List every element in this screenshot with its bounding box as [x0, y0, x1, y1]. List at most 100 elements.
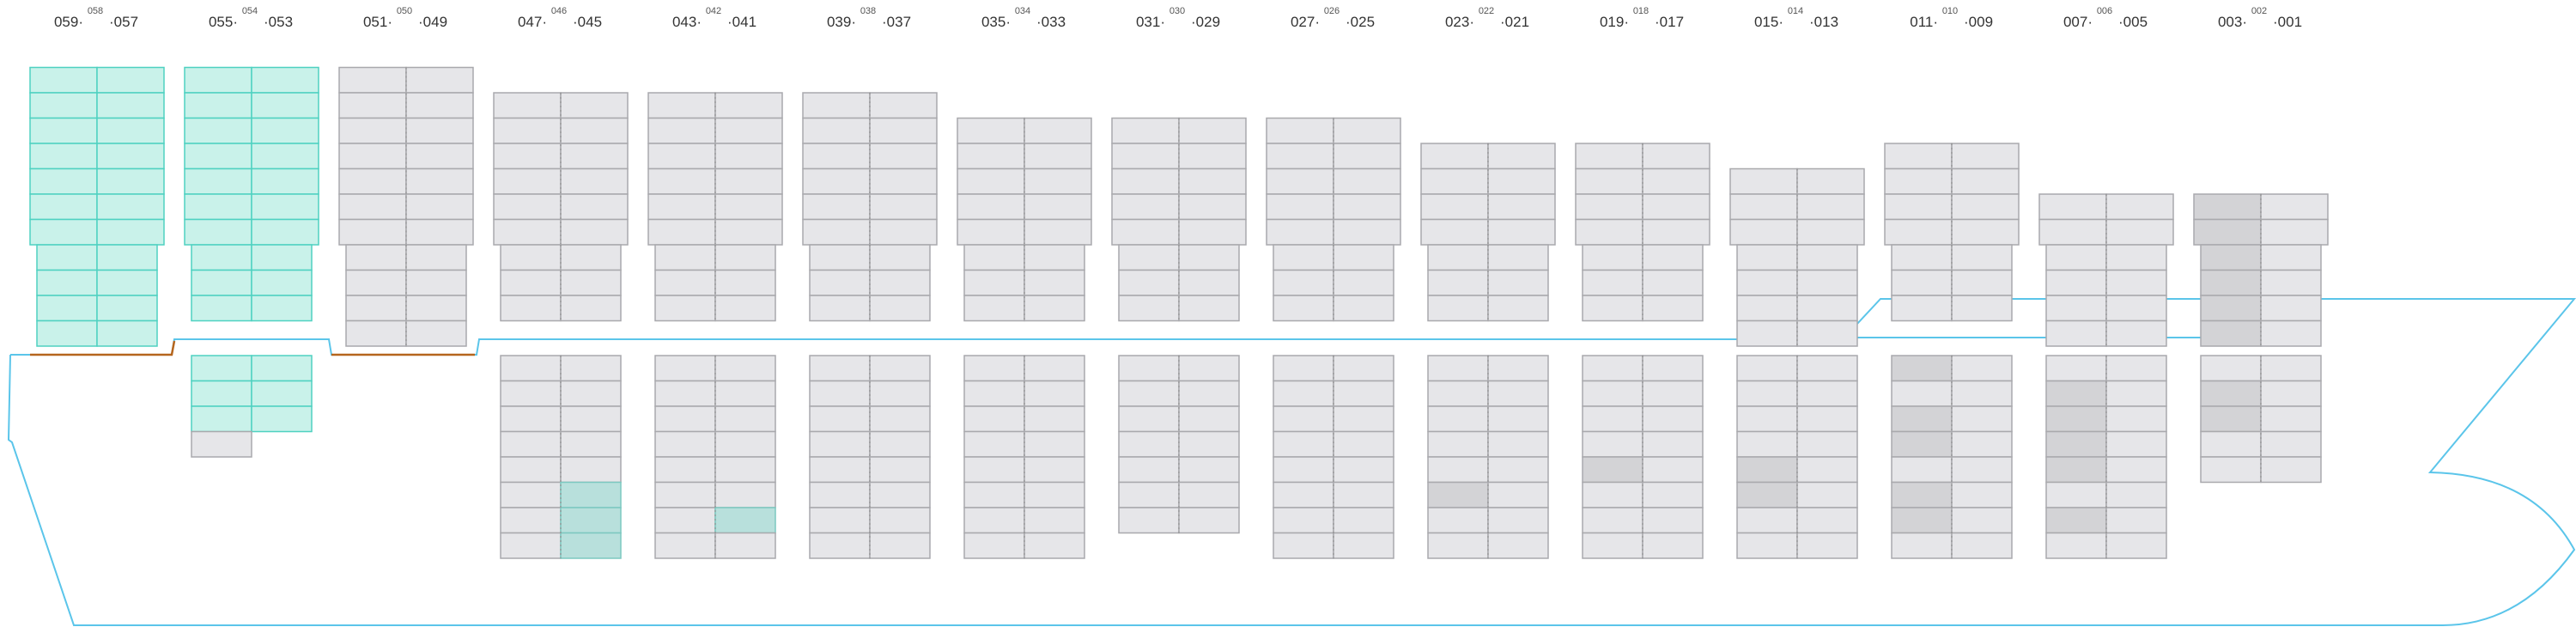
below-slot	[1891, 507, 1953, 534]
below-slot	[2200, 405, 2262, 433]
deck-slot	[802, 167, 871, 195]
below-slot	[1891, 430, 1953, 458]
below-slot	[1642, 532, 1704, 559]
hold-slot	[1796, 295, 1858, 322]
hold-slot	[869, 295, 931, 322]
deck-slot	[1884, 167, 1953, 195]
bay-label-left: 011·	[1910, 14, 1938, 30]
ship-hull-outline	[7, 298, 2576, 626]
bay-label-right: ·029	[1191, 14, 1220, 30]
below-slot	[1487, 481, 1549, 508]
below-slot	[1891, 456, 1953, 484]
below-slot	[2260, 380, 2322, 407]
deck-slot	[1487, 167, 1556, 195]
bay-label-left: 059·	[54, 14, 83, 30]
bay-label-left: 003·	[2218, 14, 2247, 30]
below-slot	[560, 355, 622, 382]
deck-slot	[251, 92, 319, 119]
below-slot	[2105, 456, 2167, 484]
deck-slot	[29, 117, 98, 144]
hold-slot	[1951, 269, 2013, 296]
below-slot	[1736, 532, 1798, 559]
below-slot	[1582, 532, 1643, 559]
hold-slot	[654, 269, 716, 296]
deck-slot	[96, 167, 165, 195]
below-slot	[963, 355, 1025, 382]
below-slot	[1796, 532, 1858, 559]
deck-slot	[802, 117, 871, 144]
deck-slot	[869, 92, 938, 119]
hold-slot	[191, 244, 252, 271]
deck-slot	[1333, 193, 1401, 221]
deck-slot	[184, 66, 252, 94]
bay-label-mid: 002	[2251, 6, 2267, 16]
deck-slot	[1487, 218, 1556, 246]
below-slot	[654, 507, 716, 534]
deck-slot	[1111, 117, 1180, 144]
below-slot	[869, 380, 931, 407]
hold-slot	[714, 244, 776, 271]
hold-slot	[1333, 244, 1394, 271]
below-slot	[714, 456, 776, 484]
deck-slot	[96, 218, 165, 246]
hold-slot	[1178, 269, 1240, 296]
deck-slot	[96, 117, 165, 144]
below-slot	[251, 405, 313, 433]
below-slot	[963, 430, 1025, 458]
below-slot	[1796, 481, 1858, 508]
below-slot	[654, 380, 716, 407]
below-slot	[1582, 380, 1643, 407]
deck-slot	[1333, 218, 1401, 246]
below-slot	[2105, 532, 2167, 559]
deck-slot	[1024, 193, 1092, 221]
below-slot	[1427, 532, 1489, 559]
bay-label-left: 051·	[363, 14, 392, 30]
deck-slot	[251, 66, 319, 94]
deck-slot	[957, 117, 1025, 144]
deck-slot	[493, 143, 562, 170]
deck-slot	[29, 66, 98, 94]
deck-slot	[714, 167, 783, 195]
bay-label-right: ·045	[573, 14, 602, 30]
hold-slot	[1891, 295, 1953, 322]
bay-stacks	[29, 66, 2329, 559]
hold-slot	[1333, 295, 1394, 322]
hold-slot	[1891, 244, 1953, 271]
below-slot	[1333, 456, 1394, 484]
hold-slot	[1273, 244, 1334, 271]
below-slot	[1891, 532, 1953, 559]
bay-label-mid: 050	[397, 6, 412, 16]
hold-slot	[36, 244, 98, 271]
bay-label-right: ·025	[1346, 14, 1375, 30]
below-slot	[2045, 405, 2107, 433]
below-slot	[1736, 355, 1798, 382]
hold-slot	[1642, 244, 1704, 271]
deck-slot	[647, 193, 716, 221]
deck-slot	[560, 218, 629, 246]
deck-slot	[802, 193, 871, 221]
deck-slot	[405, 143, 474, 170]
hold-slot	[1024, 269, 1085, 296]
deck-slot	[405, 117, 474, 144]
deck-slot	[1575, 167, 1643, 195]
below-slot	[869, 430, 931, 458]
below-slot	[1487, 456, 1549, 484]
deck-slot	[1642, 143, 1710, 170]
hold-slot	[2260, 295, 2322, 322]
below-slot	[560, 507, 622, 534]
deck-slot	[1951, 167, 2020, 195]
below-slot	[1487, 430, 1549, 458]
bay-031-029	[1111, 117, 1247, 534]
below-slot	[1427, 456, 1489, 484]
below-slot	[191, 430, 252, 458]
deck-slot	[1266, 117, 1334, 144]
bay-label-left: 035·	[981, 14, 1011, 30]
hold-slot	[96, 244, 158, 271]
deck-slot	[493, 92, 562, 119]
hold-slot	[1951, 295, 2013, 322]
hold-slot	[963, 244, 1025, 271]
deck-slot	[714, 143, 783, 170]
bay-label-right: ·001	[2273, 14, 2302, 30]
below-slot	[1273, 456, 1334, 484]
below-slot	[2200, 430, 2262, 458]
